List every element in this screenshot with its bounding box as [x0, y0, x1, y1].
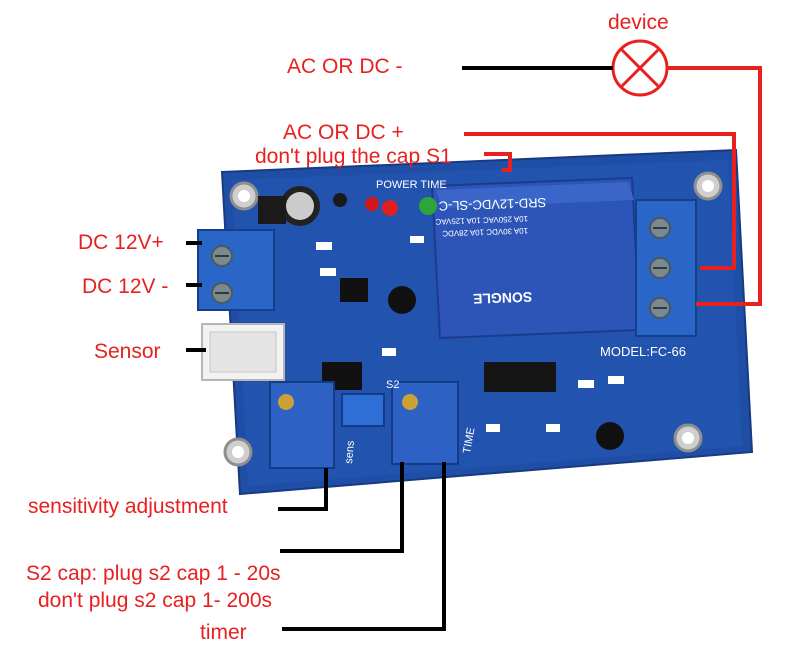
cap-s1-note: don't plug the cap S1: [255, 145, 452, 168]
silk-s2: S2: [386, 379, 399, 391]
device-symbol: [611, 39, 669, 97]
components: [258, 186, 624, 450]
relay-rating-2: 10A 30VDC 10A 28VDC: [442, 226, 528, 238]
relay-rating-1: 10A 250VAC 10A 125VAC: [435, 214, 528, 226]
dc-12v-plus-label: DC 12V+: [78, 231, 164, 254]
red-wires: [464, 66, 762, 306]
relay-model: SRD-12VDC-SL-C: [438, 195, 546, 214]
dc-12v-minus-label: DC 12V -: [82, 275, 169, 298]
sensor-connector: [201, 323, 285, 381]
s2-cap-unplug-note: don't plug s2 cap 1- 200s: [38, 589, 273, 612]
silk-power-time: POWER TIME: [376, 179, 447, 191]
device-label: device: [608, 11, 669, 34]
sensitivity-label: sensitivity adjustment: [28, 495, 228, 518]
ac-dc-plus-label: AC OR DC +: [283, 121, 404, 144]
input-terminal: [197, 229, 275, 311]
silk-sens: sens: [343, 440, 357, 465]
sensor-label: Sensor: [94, 340, 161, 363]
ac-dc-minus-label: AC OR DC -: [287, 55, 403, 78]
black-wires: [186, 66, 613, 631]
silk-time: TIME: [461, 427, 477, 455]
relay-brand: SONGLE: [473, 289, 533, 307]
mounting-holes: [223, 171, 723, 467]
relay: [430, 176, 642, 340]
potentiometers: [269, 381, 459, 469]
s2-cap-plug-note: S2 cap: plug s2 cap 1 - 20s: [26, 562, 281, 585]
silk-model: MODEL:FC-66: [600, 344, 686, 359]
relay-terminal: [635, 199, 697, 337]
timer-label: timer: [200, 621, 247, 644]
